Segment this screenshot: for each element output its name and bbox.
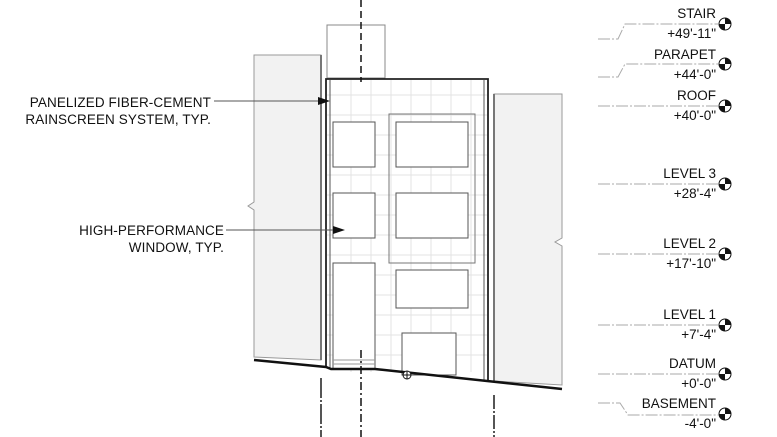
level-name-datum: DATUM [669, 356, 716, 371]
level-target-icon [718, 17, 732, 31]
level-target-icon [718, 407, 732, 421]
level-elevation-datum: +0'-0" [681, 376, 716, 391]
level-elevation-parapet: +44'-0" [673, 67, 716, 82]
level-name-stair: STAIR [677, 6, 716, 21]
level-targets [718, 17, 732, 421]
level-elevation-basement: -4'-0" [684, 416, 716, 431]
level-target-icon [718, 367, 732, 381]
level-name-level-2: LEVEL 2 [663, 236, 716, 251]
level-target-icon [718, 177, 732, 191]
level-target-icon [718, 318, 732, 332]
ground-line [253, 358, 563, 391]
level-name-parapet: PARAPET [653, 47, 716, 62]
annotation-line: HIGH-PERFORMANCE [79, 223, 224, 238]
level-elevation-roof: +40'-0" [673, 108, 716, 123]
stair-penthouse [326, 24, 386, 79]
annotation-window: HIGH-PERFORMANCE WINDOW, TYP. [0, 222, 224, 256]
annotation-line: RAINSCREEN SYSTEM, TYP. [25, 112, 211, 127]
left-neighbor-building [247, 54, 322, 361]
arrowhead-icon [333, 226, 345, 234]
level-elevation-level-1: +7'-4" [681, 327, 716, 342]
level-elevation-level-3: +28'-4" [673, 186, 716, 201]
annotation-line: PANELIZED FIBER-CEMENT [29, 95, 211, 110]
right-neighbor-building [493, 93, 563, 386]
level-name-basement: BASEMENT [641, 396, 716, 411]
level-target-icon [718, 247, 732, 261]
level-target-icon [718, 57, 732, 71]
level-name-roof: ROOF [677, 88, 716, 103]
level-name-level-1: LEVEL 1 [663, 307, 716, 322]
datum-marker-icon [402, 370, 412, 380]
main-facade [325, 78, 489, 380]
annotation-fiber-cement: PANELIZED FIBER-CEMENT RAINSCREEN SYSTEM… [0, 94, 211, 128]
level-name-level-3: LEVEL 3 [663, 166, 716, 181]
level-elevation-level-2: +17'-10" [666, 256, 716, 271]
level-target-icon [718, 99, 732, 113]
arrowhead-icon [318, 97, 330, 105]
annotation-line: WINDOW, TYP. [128, 240, 224, 255]
level-elevation-stair: +49'-11" [667, 26, 716, 41]
